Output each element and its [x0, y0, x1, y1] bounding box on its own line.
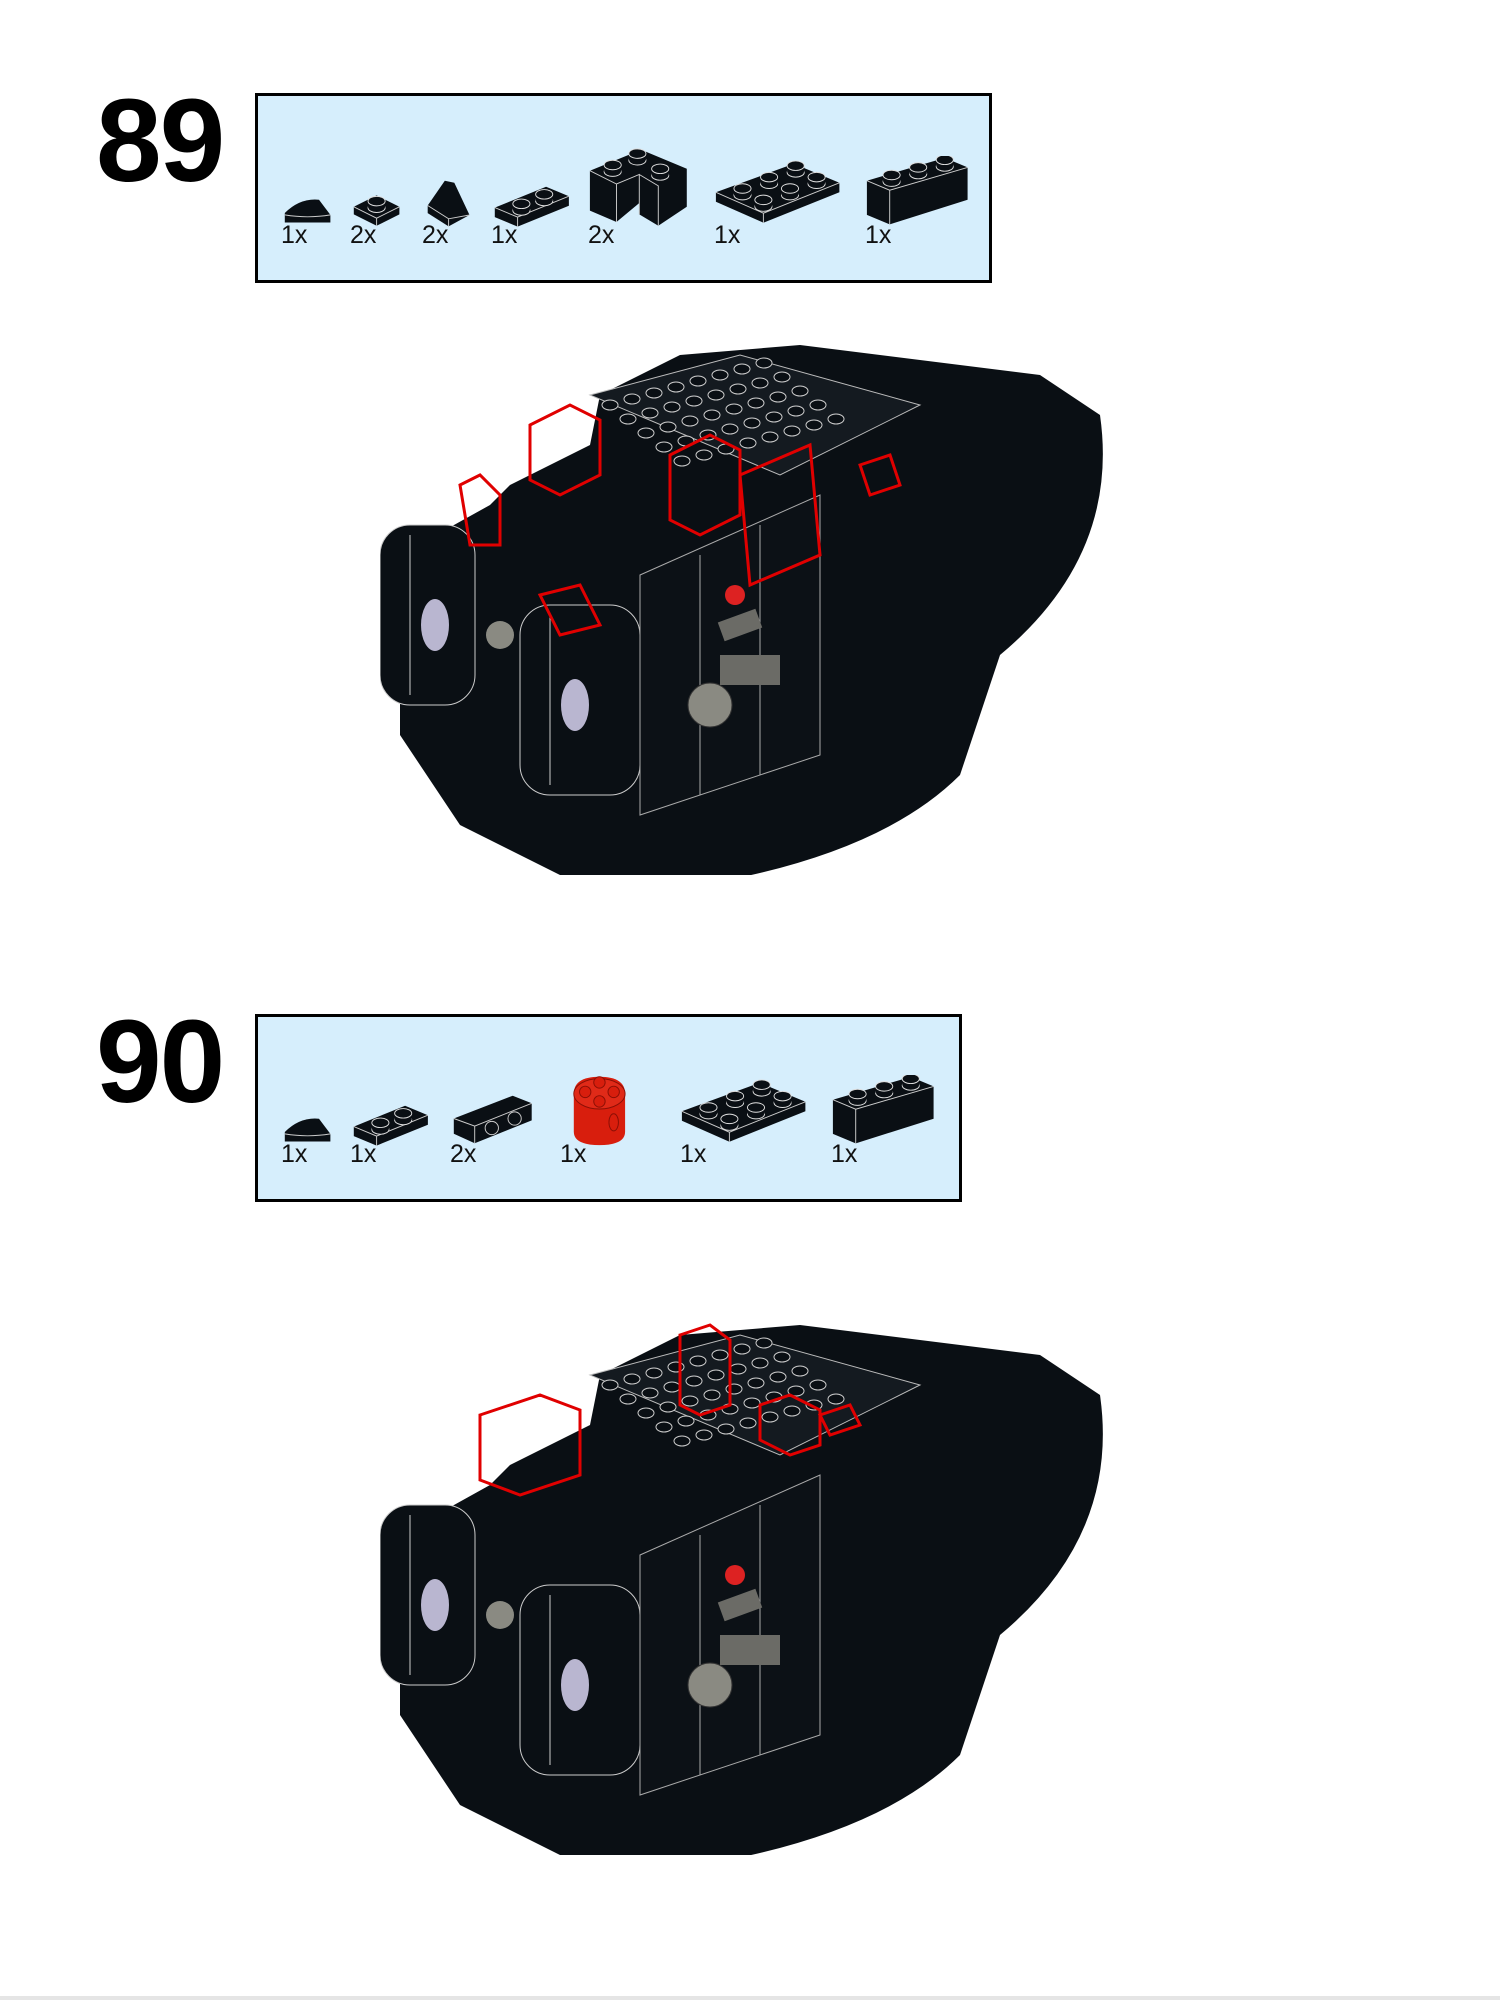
part-quantity: 1x [865, 221, 892, 249]
part-plate-1x2-icon [350, 1100, 432, 1148]
part-quantity: 2x [450, 1140, 477, 1168]
part-quantity: 1x [350, 1140, 377, 1168]
part-quantity: 1x [560, 1140, 587, 1168]
part-bracket-1x2-icon [450, 1090, 536, 1147]
parts-callout: 1x 2x 2x 1x 2x 1x 1x [255, 93, 992, 283]
step-number: 90 [96, 996, 225, 1128]
parts-callout: 1x 1x 2x 1x 1x 1x [255, 1014, 962, 1202]
model-detail [687, 1662, 733, 1708]
part-slope-1x1-icon [422, 177, 473, 228]
part-brick-corner-icon [588, 146, 689, 228]
part-quantity: 1x [491, 221, 518, 249]
part-round-tile-quarter-icon [281, 194, 334, 228]
part-plate-2x3-icon [714, 160, 843, 228]
part-round-tile-quarter-icon [281, 1113, 334, 1147]
part-brick-1x3-icon [865, 155, 971, 228]
model-render-step-89 [379, 335, 1120, 885]
part-quantity: 1x [714, 221, 741, 249]
part-plate-1x2-icon [491, 181, 573, 229]
part-quantity: 1x [680, 1140, 707, 1168]
part-quantity: 2x [350, 221, 377, 249]
step-number: 89 [96, 75, 225, 207]
part-quantity: 1x [831, 1140, 858, 1168]
model-render-step-90 [379, 1315, 1120, 1865]
part-quantity: 1x [281, 221, 308, 249]
part-quantity: 2x [422, 221, 449, 249]
part-plate-2x3-icon [680, 1079, 809, 1147]
page-bottom-edge [0, 1996, 1500, 2000]
model-image [379, 1323, 1103, 1865]
part-round-brick-2x2-icon [570, 1071, 629, 1147]
model-image [379, 345, 1103, 885]
part-plate-1x1-icon [350, 184, 403, 228]
part-brick-1x3-icon [831, 1074, 937, 1147]
model-detail [725, 1565, 745, 1585]
model-detail [486, 1601, 514, 1629]
part-quantity: 2x [588, 221, 615, 249]
part-quantity: 1x [281, 1140, 308, 1168]
model-detail [486, 621, 514, 649]
model-detail [725, 585, 745, 605]
model-detail [687, 682, 733, 728]
